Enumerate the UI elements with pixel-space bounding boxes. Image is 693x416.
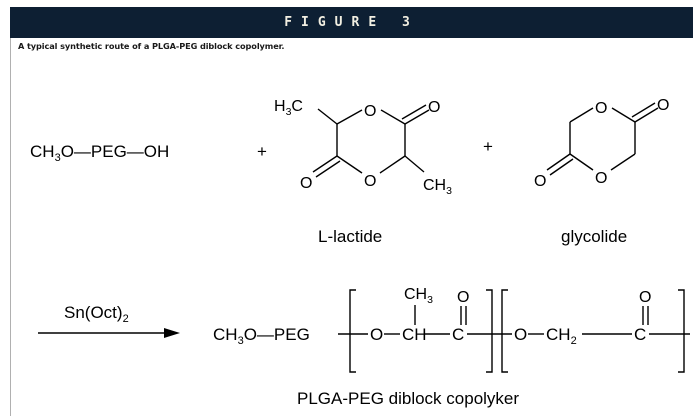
catalyst-sub: 2 [123, 313, 129, 325]
product-ch-1: CH [402, 325, 427, 344]
svg-text:Sn(Oct)2: Sn(Oct)2 [64, 303, 129, 325]
lactide-o-top: O [364, 103, 376, 120]
product-o-carbonyl-1: O [457, 289, 469, 306]
svg-text:CH3: CH3 [404, 286, 433, 306]
plus-sign-2: + [483, 137, 493, 156]
mpeg-oh-reactant: CH3O—PEG—OH [30, 142, 169, 164]
product-o-1: O [370, 325, 383, 344]
lactide-name: L-lactide [318, 227, 382, 246]
product-ch2-sub: 2 [571, 335, 577, 347]
product-ch3-ch: CH [404, 286, 427, 303]
svg-text:CH3O—PEG—OH: CH3O—PEG—OH [30, 142, 169, 164]
catalyst-label: Sn(Oct) [64, 303, 123, 322]
svg-text:CH3O—PEG: CH3O—PEG [213, 325, 310, 347]
lactide-structure: O O O O H3C CH3 L-lactide [274, 98, 452, 246]
figure-label: FIGURE 3 [284, 15, 419, 30]
product-c-2: C [634, 325, 646, 344]
glycolide-name: glycolide [561, 227, 627, 246]
svg-text:H3C: H3C [274, 98, 303, 118]
product-name: PLGA-PEG diblock copolyker [297, 389, 519, 408]
left-border-rule [10, 38, 11, 416]
lactide-o-carbonyl-1: O [428, 99, 440, 116]
glycolide-o-carbonyl-2: O [534, 173, 546, 190]
svg-text:CH3: CH3 [423, 177, 452, 197]
glycolide-o-carbonyl-1: O [657, 97, 669, 114]
lactide-o-carbonyl-2: O [300, 175, 312, 192]
lactide-h3c-sub: 3 [286, 106, 292, 118]
mpeg-o-peg-oh: O—PEG—OH [61, 142, 170, 161]
lactide-h3c-c: C [291, 98, 303, 115]
figure-header-bar [10, 7, 693, 38]
product-o-2: O [514, 325, 527, 344]
svg-text:CH2: CH2 [546, 325, 577, 347]
lactide-o-bottom: O [364, 173, 376, 190]
product-c-1: C [452, 325, 464, 344]
glycolide-o-bottom: O [595, 170, 607, 187]
mpeg-ch: CH [30, 142, 55, 161]
glycolide-o-top: O [595, 100, 607, 117]
reaction-arrow: Sn(Oct)2 [38, 303, 180, 338]
product-ch: CH [213, 325, 238, 344]
plus-sign-1: + [257, 142, 267, 161]
product-sub3: 3 [238, 335, 244, 347]
glycolide-structure: O O O O glycolide [534, 97, 669, 246]
lactide-h3c-h: H [274, 98, 286, 115]
product-o-carbonyl-2: O [639, 289, 651, 306]
lactide-ch3-sub: 3 [446, 185, 452, 197]
figure-caption: A typical synthetic route of a PLGA-PEG … [18, 41, 285, 51]
product-ch2-ch: CH [546, 325, 571, 344]
lactide-ch3-ch: CH [423, 177, 446, 194]
product-ch3-sub: 3 [427, 294, 433, 306]
mpeg-sub3: 3 [55, 152, 61, 164]
product-structure: CH3O—PEG O CH CH3 C O O [213, 286, 690, 408]
product-o-peg: O—PEG [244, 325, 310, 344]
